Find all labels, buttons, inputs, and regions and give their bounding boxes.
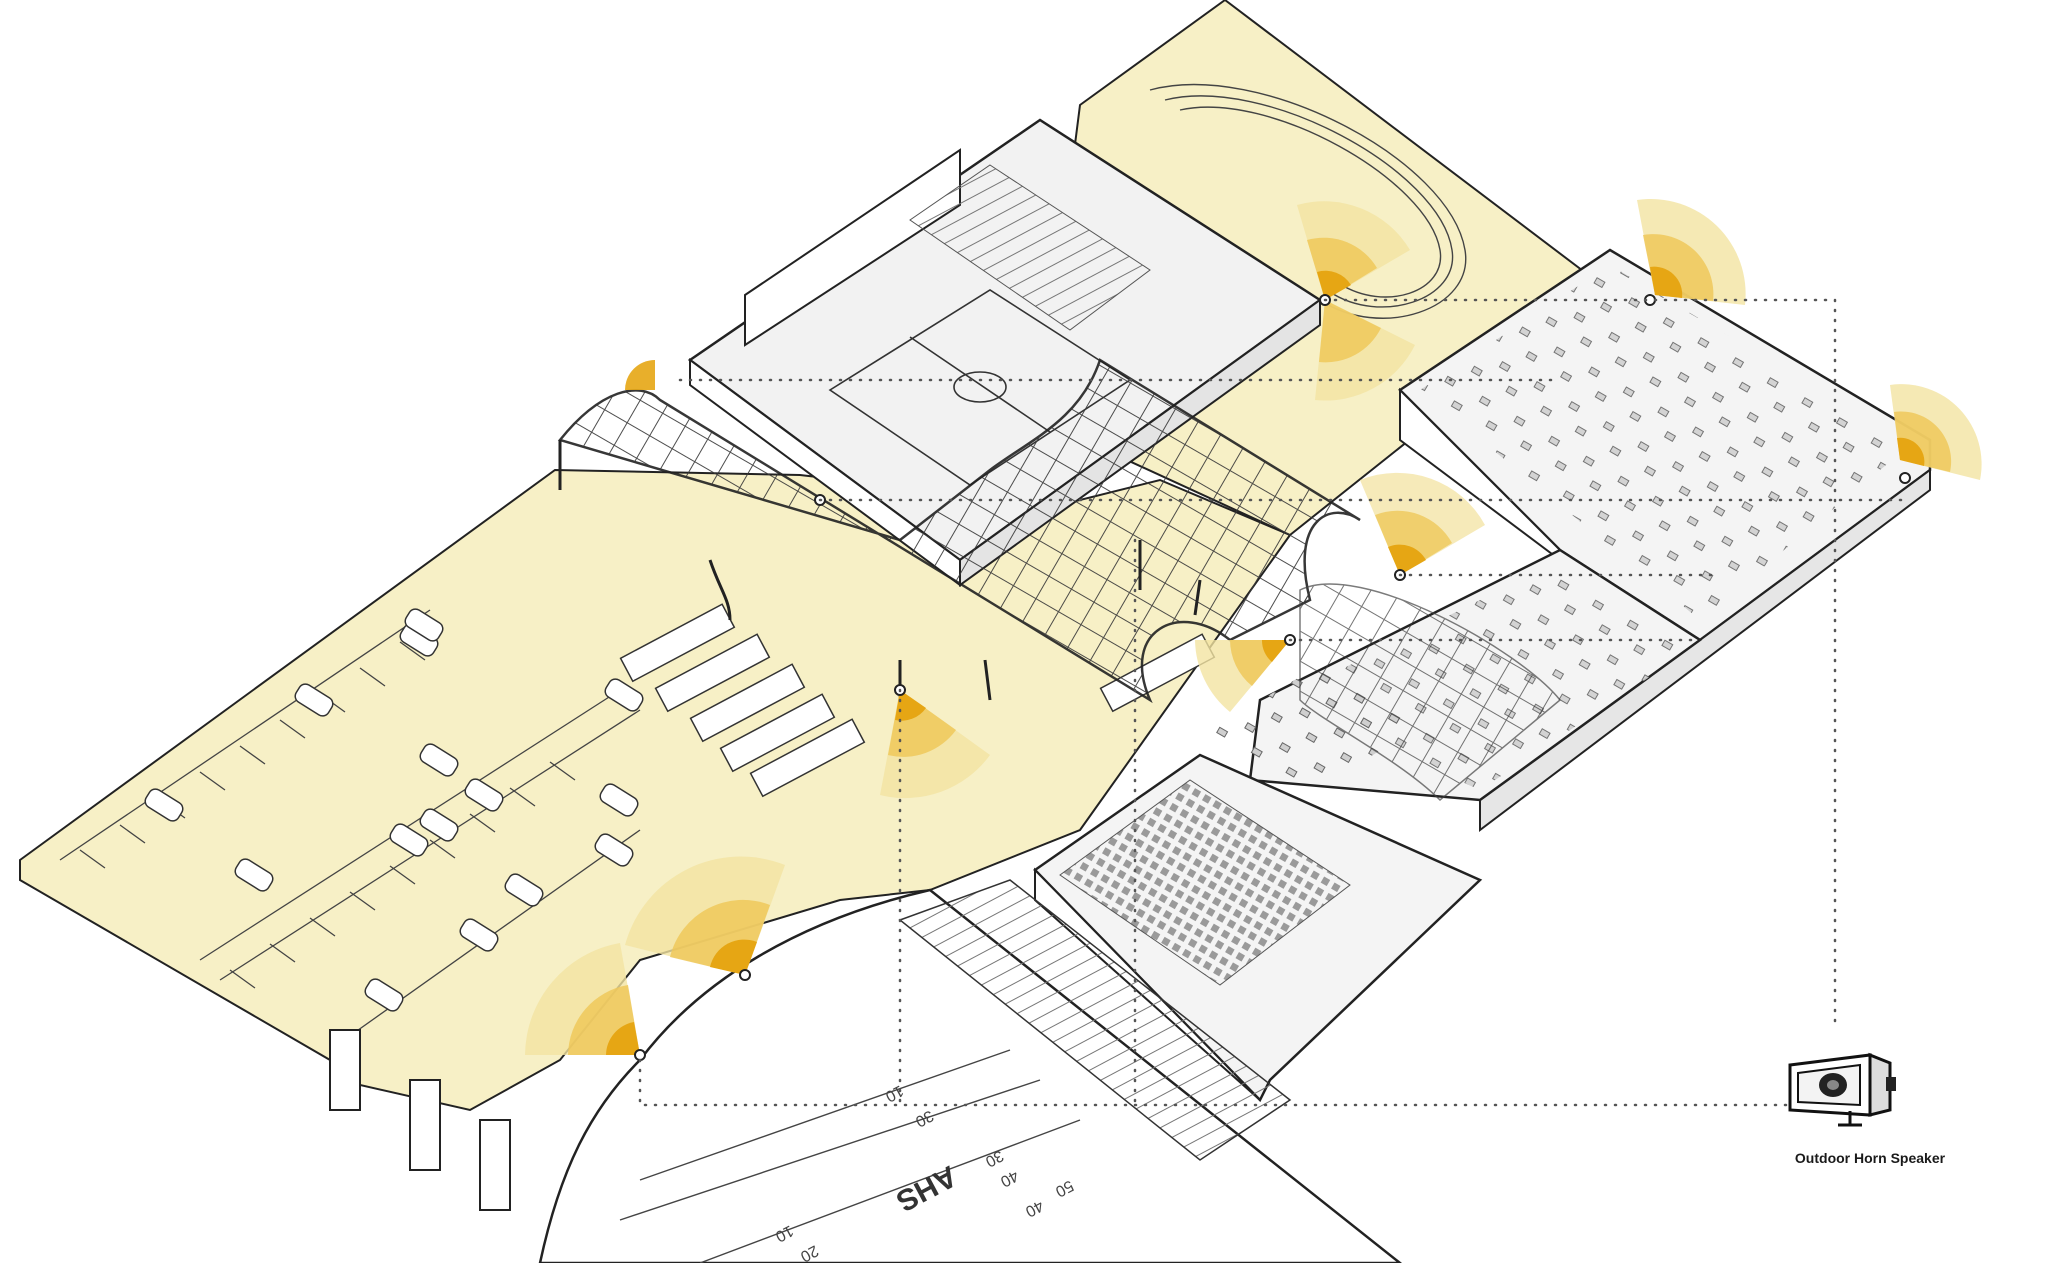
yard-number: 30 bbox=[912, 1106, 936, 1129]
coverage-zone bbox=[625, 856, 785, 975]
coverage-zone bbox=[525, 943, 640, 1055]
yard-number: 10 bbox=[772, 1221, 796, 1244]
coverage-zone bbox=[1195, 640, 1290, 712]
yard-number: 40 bbox=[997, 1166, 1021, 1189]
speaker-coverage-zones bbox=[525, 199, 1982, 1055]
gym-bleachers bbox=[909, 164, 1151, 331]
coverage-zone bbox=[1297, 201, 1415, 401]
coverage-zone bbox=[1360, 472, 1485, 575]
yard-number: 40 bbox=[1022, 1196, 1046, 1219]
yard-number: 50 bbox=[1052, 1176, 1076, 1199]
coverage-zone bbox=[1637, 199, 1746, 305]
wiring-lines bbox=[638, 298, 1907, 1107]
speaker-legend-label: Outdoor Horn Speaker bbox=[1794, 1150, 1946, 1166]
stadium-bleachers bbox=[898, 879, 1292, 1161]
running-track bbox=[1149, 83, 1467, 319]
yard-numbers: 10 20 30 40 50 40 30 10 bbox=[772, 1081, 1076, 1263]
school-buses bbox=[619, 603, 1216, 798]
coverage-zone bbox=[1890, 384, 1982, 480]
canopy-structure bbox=[557, 358, 1562, 802]
outdoor-horn-speaker-icon bbox=[1788, 1052, 1896, 1127]
parked-cars bbox=[144, 608, 644, 1012]
yard-number: 20 bbox=[797, 1241, 821, 1263]
coverage-zone bbox=[625, 360, 655, 390]
football-stadium: AHS 10 20 30 40 50 40 30 10 bbox=[538, 879, 1403, 1263]
football-field-lines bbox=[619, 1049, 1081, 1263]
entrance-gate bbox=[329, 1029, 511, 1211]
coverage-zone bbox=[880, 690, 990, 799]
yard-number: 30 bbox=[982, 1146, 1006, 1169]
auditorium-seating bbox=[1059, 779, 1351, 986]
